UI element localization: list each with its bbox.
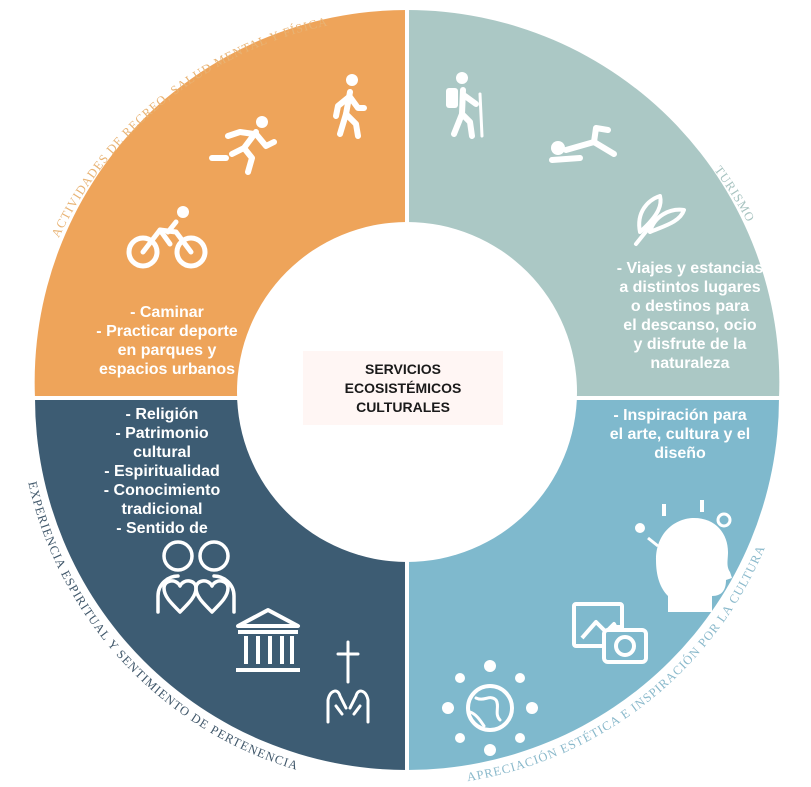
spiritual-item: - Religión bbox=[125, 406, 199, 423]
spiritual-description: - Religión - Patrimonio cultural - Espir… bbox=[72, 405, 252, 538]
recreation-item: - Practicar deporte bbox=[96, 323, 238, 340]
global-community-icon bbox=[442, 660, 538, 756]
aesthetic-item: - Inspiración para bbox=[613, 407, 747, 424]
aesthetic-item: el arte, cultura y el bbox=[609, 426, 751, 443]
spiritual-item: - Patrimonio bbox=[115, 425, 209, 442]
tourism-item: - Viajes y estancias bbox=[616, 260, 764, 277]
tourism-item: el descanso, ocio bbox=[623, 317, 757, 334]
tourism-item: a distintos lugares bbox=[619, 279, 761, 296]
spiritual-item: - Conocimiento bbox=[103, 482, 221, 499]
creative-head-icon bbox=[635, 500, 732, 612]
running-person-icon bbox=[209, 116, 277, 175]
spiritual-item: cultural bbox=[133, 444, 191, 461]
cross-praying-hands-icon bbox=[326, 640, 370, 724]
center-title-line: SERVICIOS bbox=[365, 360, 441, 377]
recreation-description: - Caminar - Practicar deporte en parques… bbox=[60, 303, 274, 379]
aesthetic-item: diseño bbox=[654, 445, 706, 462]
tourism-item: naturaleza bbox=[650, 355, 730, 372]
center-title-line: CULTURALES bbox=[356, 398, 450, 415]
temple-icon bbox=[236, 608, 300, 672]
aesthetic-description: - Inspiración para el arte, cultura y el… bbox=[584, 406, 776, 463]
walking-person-icon bbox=[333, 74, 367, 139]
spiritual-item: - Sentido de bbox=[116, 520, 208, 537]
recreation-item: - Caminar bbox=[130, 304, 204, 321]
tourism-item: y disfrute de la bbox=[633, 336, 747, 353]
sunbathing-person-icon bbox=[549, 125, 617, 163]
tourism-item: o destinos para bbox=[630, 298, 750, 315]
center-title-line: ECOSISTÉMICOS bbox=[344, 379, 462, 396]
photo-camera-icon bbox=[572, 602, 648, 664]
people-hearts-icon bbox=[156, 540, 236, 614]
cyclist-icon bbox=[126, 206, 208, 269]
spiritual-item: - Espiritualidad bbox=[104, 463, 220, 480]
hiker-icon bbox=[446, 72, 484, 139]
center-title: SERVICIOS ECOSISTÉMICOS CULTURALES bbox=[303, 351, 503, 425]
recreation-item: espacios urbanos bbox=[98, 361, 236, 378]
spiritual-item: tradicional bbox=[121, 501, 203, 518]
tourism-description: - Viajes y estancias a distintos lugares… bbox=[590, 259, 790, 373]
recreation-item: en parques y bbox=[117, 342, 217, 359]
leaves-icon bbox=[634, 194, 686, 246]
